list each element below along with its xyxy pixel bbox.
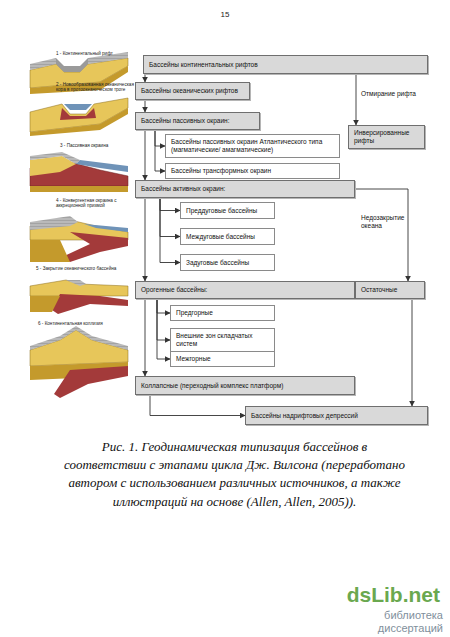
box-label: Междуговые бассейны bbox=[186, 233, 255, 241]
flow-arrow bbox=[160, 198, 180, 211]
flow-arrow bbox=[155, 130, 165, 171]
box-text: Остаточные bbox=[361, 286, 397, 294]
box-label: Бассейны океанических рифтов bbox=[141, 87, 238, 95]
stage-label: 3 - Пассивная окраина bbox=[60, 143, 130, 148]
box-text: Бассейны океанических рифтов bbox=[141, 87, 238, 95]
box-text: Бассейны пассивных окраин: bbox=[141, 117, 229, 125]
basin-box: Коллапсные (переходный комплекс платформ… bbox=[135, 376, 355, 395]
flow-arrow bbox=[412, 299, 413, 406]
basin-box: Бассейны надрифтовых депрессий bbox=[245, 406, 428, 425]
flow-arrow bbox=[145, 198, 146, 281]
flow-arrow bbox=[356, 74, 357, 125]
box-text: Бассейны надрифтовых депрессий bbox=[251, 412, 358, 420]
flow-arrow bbox=[355, 189, 408, 281]
passive-margin-illustration bbox=[30, 152, 128, 192]
box-label: Межгорные bbox=[176, 355, 211, 363]
watermark: dsLib.net bbox=[330, 583, 440, 607]
stage-label: 6 - Континентальная коллизия bbox=[38, 321, 128, 326]
collision-illustration bbox=[30, 326, 128, 398]
subtype-box: Междуговые бассейны bbox=[180, 228, 275, 245]
box-label: Бассейны активных окраин: bbox=[141, 185, 225, 193]
flow-arrow bbox=[150, 395, 245, 416]
box-text: Бассейны пассивных окраин Атлантического… bbox=[171, 138, 334, 154]
box-text: Междуговые бассейны bbox=[186, 233, 255, 241]
stage-label: 4 - Конвергентная окраина с аккреционной… bbox=[56, 198, 134, 209]
box-label: Бассейны пассивных окраин: bbox=[141, 117, 229, 125]
basin-box: Бассейны пассивных окраин: bbox=[135, 112, 260, 130]
page-number: 15 bbox=[0, 10, 450, 19]
subtype-box: Преддуговые бассейны bbox=[180, 202, 275, 219]
box-text: Бассейны трансформных окраин bbox=[171, 167, 271, 175]
flow-arrow bbox=[145, 100, 146, 112]
ocean-closure-illustration bbox=[30, 280, 128, 314]
flow-arrow bbox=[157, 299, 170, 313]
subtype-box: Предгорные bbox=[170, 305, 275, 321]
flow-arrow bbox=[145, 299, 146, 376]
box-label: Орогенные бассейны: bbox=[141, 286, 207, 294]
stage-label: 5 - Закрытие океанического бассейна bbox=[36, 266, 126, 271]
basin-box: Орогенные бассейны: bbox=[135, 281, 355, 299]
box-text: Бассейны континентальных рифтов bbox=[149, 61, 258, 69]
box-label: Коллапсные (переходный комплекс платформ… bbox=[141, 382, 283, 390]
flow-arrow bbox=[145, 74, 146, 82]
flow-arrow bbox=[157, 299, 170, 359]
box-label: Бассейны пассивных окраин Атлантического… bbox=[171, 138, 334, 154]
watermark: библиотека диссертаций bbox=[318, 609, 443, 634]
box-text: Бассейны активных окраин: bbox=[141, 185, 225, 193]
box-label: Бассейны континентальных рифтов bbox=[149, 61, 258, 69]
box-text: Задуговые бассейны bbox=[186, 259, 249, 267]
box-text: Преддуговые бассейны bbox=[186, 207, 257, 215]
box-text: Коллапсные (переходный комплекс платформ… bbox=[141, 382, 283, 390]
box-text: Межгорные bbox=[176, 355, 211, 363]
flow-arrow bbox=[157, 299, 170, 340]
edge-label: Недозакрытие океана bbox=[360, 214, 407, 230]
stage-label: 1 - Континентальный рифт bbox=[56, 51, 136, 56]
box-text: Предгорные bbox=[176, 309, 213, 317]
box-label: Инверсированные рифты bbox=[354, 129, 419, 145]
basin-box: Бассейны активных окраин: bbox=[135, 180, 355, 198]
flow-arrow bbox=[145, 130, 146, 180]
box-text: Инверсированные рифты bbox=[354, 129, 419, 145]
flow-arrow bbox=[155, 130, 165, 146]
basin-box: Бассейны континентальных рифтов bbox=[143, 55, 428, 74]
proto-ocean-illustration bbox=[30, 98, 128, 136]
box-label: Предгорные bbox=[176, 309, 213, 317]
convergent-margin-illustration bbox=[30, 216, 128, 262]
edge-label: Отмирание рифта bbox=[360, 90, 422, 98]
stage-label: 2 - Новообразованная океаническая кора в… bbox=[56, 82, 136, 93]
box-label: Задуговые бассейны bbox=[186, 259, 249, 267]
box-label: Бассейны трансформных окраин bbox=[171, 167, 271, 175]
flow-arrow bbox=[160, 198, 180, 237]
basin-box: Инверсированные рифты bbox=[348, 125, 425, 149]
box-label: Преддуговые бассейны bbox=[186, 207, 257, 215]
box-text: Орогенные бассейны: bbox=[141, 286, 207, 294]
basin-box: Остаточные bbox=[355, 281, 425, 299]
subtype-box: Межгорные bbox=[170, 351, 275, 367]
subtype-box: Задуговые бассейны bbox=[180, 254, 275, 271]
figure-caption: Рис. 1. Геодинамическая типизация бассей… bbox=[62, 438, 407, 511]
subtype-box: Внешние зон складчатых систем bbox=[170, 328, 275, 352]
basin-box: Бассейны океанических рифтов bbox=[135, 82, 250, 100]
box-label: Внешние зон складчатых систем bbox=[176, 332, 269, 348]
box-text: Внешние зон складчатых систем bbox=[176, 332, 269, 348]
subtype-box: Бассейны трансформных окраин bbox=[165, 163, 340, 179]
subtype-box: Бассейны пассивных окраин Атлантического… bbox=[165, 134, 340, 158]
box-label: Бассейны надрифтовых депрессий bbox=[251, 412, 358, 420]
box-label: Остаточные bbox=[361, 286, 397, 294]
flow-arrow bbox=[160, 198, 180, 263]
